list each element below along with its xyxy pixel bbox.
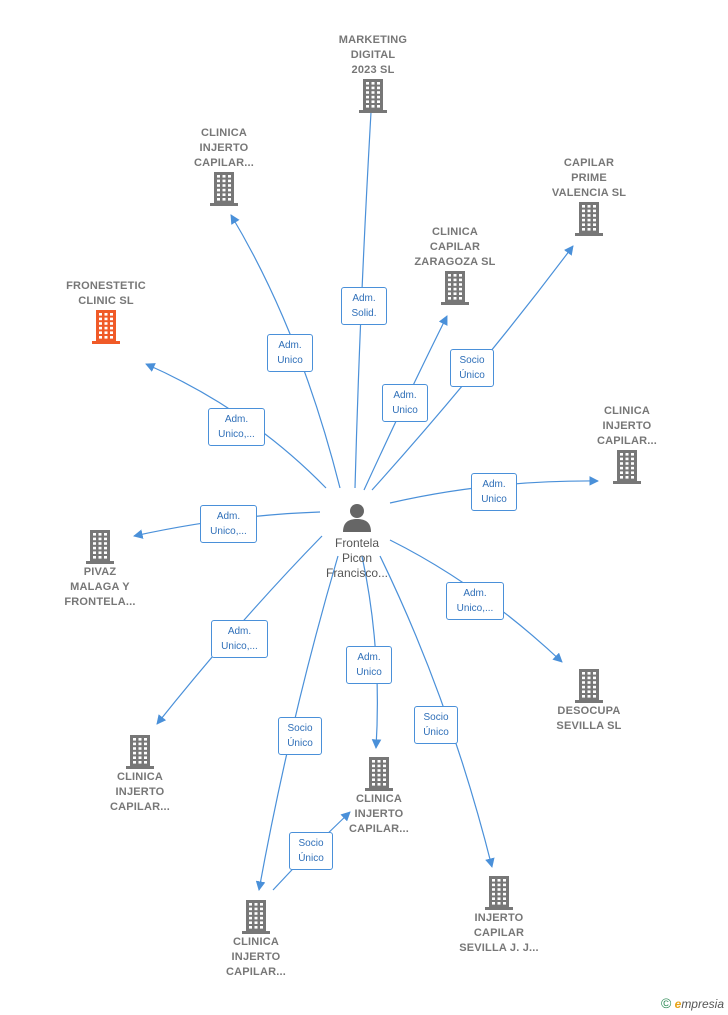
relation-label-clinica-injerto-center[interactable]: Adm. Unico	[346, 646, 392, 684]
company-label: CLINICA CAPILAR ZARAGOZA SL	[414, 226, 496, 268]
relation-label-injerto-sevilla[interactable]: Socio Único	[414, 706, 458, 744]
company-clinica-injerto-center[interactable]: CLINICA INJERTO CAPILAR...	[314, 756, 444, 837]
brand-initial: e	[674, 997, 682, 1011]
relation-label-bottom-to-center[interactable]: Socio Único	[289, 832, 333, 870]
building-icon	[86, 530, 114, 564]
company-label: CAPILAR PRIME VALENCIA SL	[551, 157, 627, 199]
copyright-icon: ©	[660, 995, 672, 1011]
company-clinica-injerto-1[interactable]: CLINICA INJERTO CAPILAR...	[159, 126, 289, 207]
relation-label-fronestetic[interactable]: Adm. Unico,...	[208, 408, 265, 446]
company-clinica-injerto-bottom[interactable]: CLINICA INJERTO CAPILAR...	[191, 899, 321, 980]
building-icon	[485, 876, 513, 910]
relation-label-marketing[interactable]: Adm. Solid.	[341, 287, 387, 325]
relation-label-zaragoza[interactable]: Adm. Unico	[382, 384, 428, 422]
company-label: DESOCUPA SEVILLA SL	[556, 705, 622, 732]
company-injerto-sevilla[interactable]: INJERTO CAPILAR SEVILLA J. J...	[434, 875, 564, 956]
building-icon	[441, 271, 469, 305]
company-label: MARKETING DIGITAL 2023 SL	[338, 34, 408, 76]
company-label: INJERTO CAPILAR SEVILLA J. J...	[459, 912, 539, 954]
building-icon	[359, 79, 387, 113]
company-label: CLINICA INJERTO CAPILAR...	[596, 405, 658, 447]
relation-label-desocupa[interactable]: Adm. Unico,...	[446, 582, 504, 620]
company-label: CLINICA INJERTO CAPILAR...	[109, 771, 171, 813]
company-label: CLINICA INJERTO CAPILAR...	[225, 936, 287, 978]
building-icon	[126, 735, 154, 769]
relation-label-clinica-injerto-left[interactable]: Adm. Unico,...	[211, 620, 268, 658]
building-icon	[365, 757, 393, 791]
company-marketing[interactable]: MARKETING DIGITAL 2023 SL	[308, 33, 438, 114]
company-label: CLINICA INJERTO CAPILAR...	[193, 127, 255, 169]
person-icon	[343, 504, 371, 532]
building-icon	[92, 310, 120, 344]
relation-label-clinica-injerto-1[interactable]: Adm. Unico	[267, 334, 313, 372]
brand-name: mpresia	[681, 997, 724, 1011]
company-label: PIVAZ MALAGA Y FRONTELA...	[64, 566, 136, 608]
person-node[interactable]: Frontela Picon Francisco...	[297, 500, 417, 581]
company-pivaz[interactable]: PIVAZ MALAGA Y FRONTELA...	[35, 529, 165, 610]
relation-label-clinica-injerto-bottom[interactable]: Socio Único	[278, 717, 322, 755]
company-clinica-injerto-left[interactable]: CLINICA INJERTO CAPILAR...	[75, 734, 205, 815]
relation-label-clinica-injerto-right[interactable]: Adm. Unico	[471, 473, 517, 511]
company-desocupa[interactable]: DESOCUPA SEVILLA SL	[524, 668, 654, 734]
company-label: FRONESTETIC CLINIC SL	[66, 280, 146, 307]
company-zaragoza[interactable]: CLINICA CAPILAR ZARAGOZA SL	[390, 225, 520, 306]
person-label: Frontela Picon Francisco...	[325, 536, 388, 580]
company-label: CLINICA INJERTO CAPILAR...	[348, 793, 410, 835]
company-fronestetic[interactable]: FRONESTETIC CLINIC SL	[41, 279, 171, 345]
building-icon	[210, 172, 238, 206]
relation-label-pivaz[interactable]: Adm. Unico,...	[200, 505, 257, 543]
relation-label-capilar-prime[interactable]: Socio Único	[450, 349, 494, 387]
footer-brand: © empresia	[661, 995, 724, 1011]
building-icon	[575, 202, 603, 236]
company-clinica-injerto-right[interactable]: CLINICA INJERTO CAPILAR...	[562, 404, 692, 485]
edge-injerto-sevilla	[379, 555, 495, 868]
company-capilar-prime[interactable]: CAPILAR PRIME VALENCIA SL	[524, 156, 654, 237]
building-icon	[242, 900, 270, 934]
building-icon	[575, 669, 603, 703]
building-icon	[613, 450, 641, 484]
